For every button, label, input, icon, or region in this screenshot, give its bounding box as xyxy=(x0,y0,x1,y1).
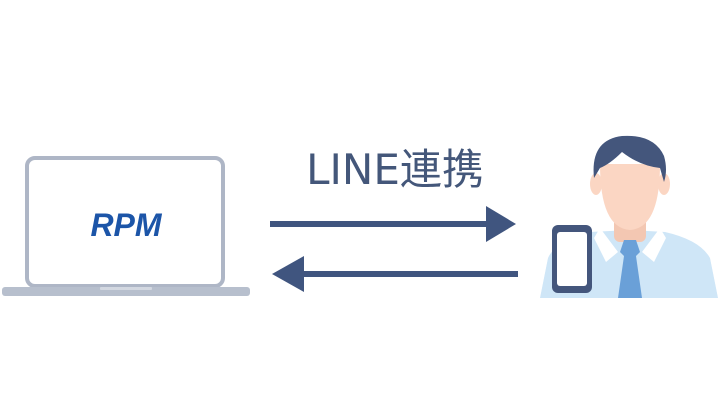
ear-right xyxy=(658,173,670,195)
tie-icon xyxy=(618,240,642,298)
arrow-left-icon xyxy=(272,256,518,292)
rpm-logo: RPM xyxy=(90,207,162,243)
hair xyxy=(593,135,666,182)
person-icon xyxy=(540,135,718,298)
face xyxy=(600,164,660,230)
laptop-base-notch xyxy=(100,287,152,290)
laptop-screen xyxy=(25,156,225,288)
collar-right xyxy=(642,228,666,262)
smartphone-screen xyxy=(557,232,587,286)
laptop-icon: RPM xyxy=(2,156,250,296)
arrow-right-icon xyxy=(270,206,516,242)
laptop-base xyxy=(2,287,250,296)
collar-left xyxy=(594,228,618,262)
diagram-caption: LINE連携 xyxy=(306,145,484,194)
ear-left xyxy=(590,173,602,195)
